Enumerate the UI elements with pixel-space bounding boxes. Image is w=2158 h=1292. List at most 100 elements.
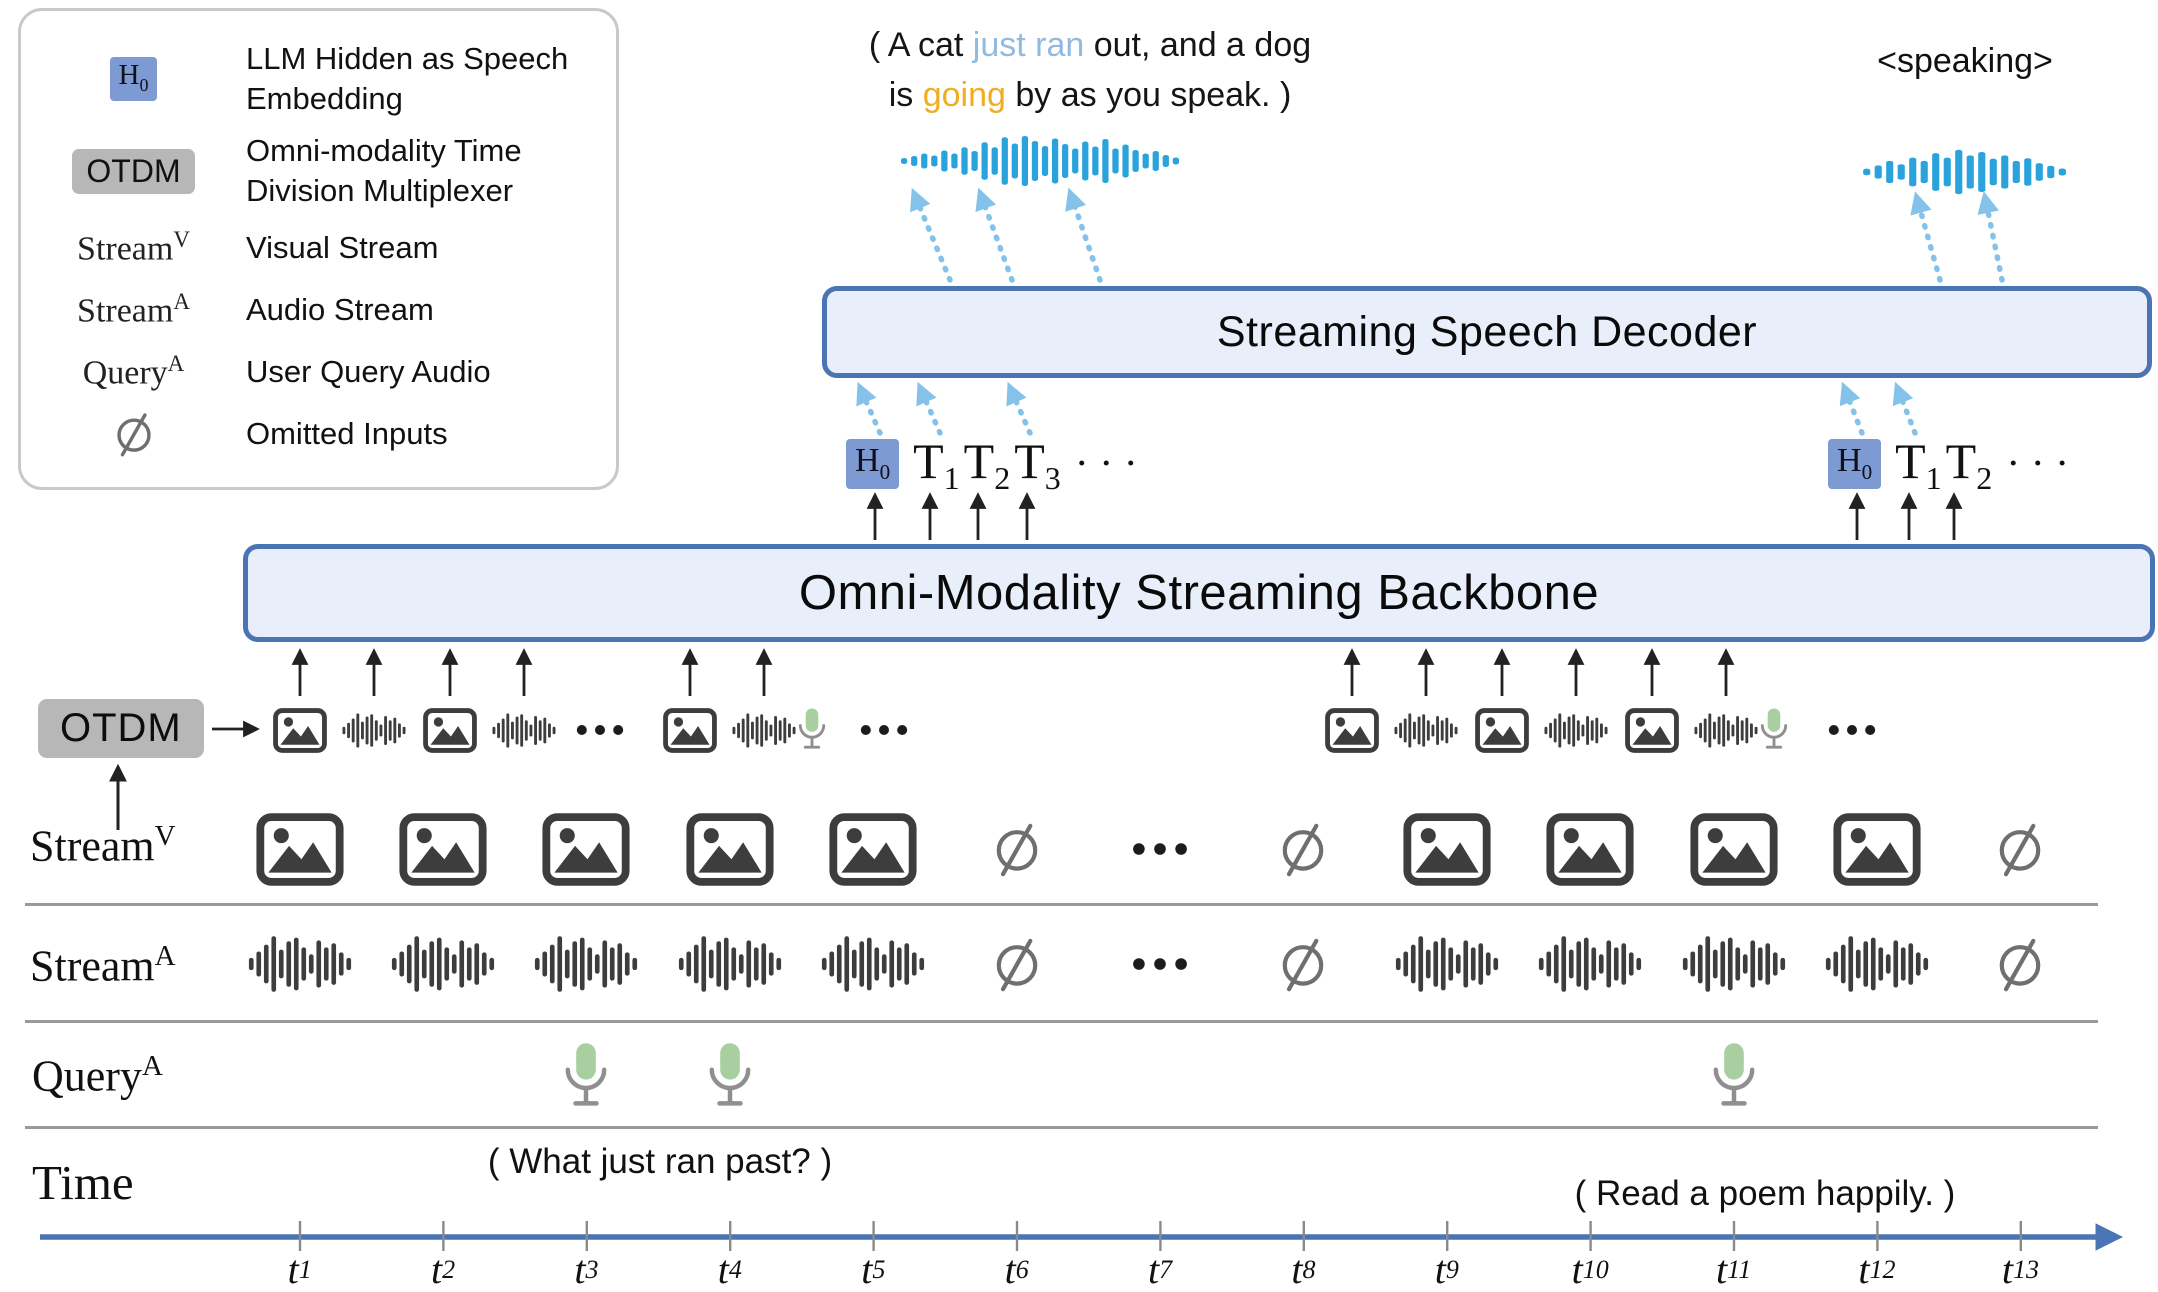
legend-label: Omitted Inputs [246,416,448,452]
mic-icon [1760,707,1788,749]
otdm-seq-img [423,707,477,753]
legend-box: H0 LLM Hidden as Speech Embedding OTDM O… [18,8,619,490]
stream-v-img-cell [1805,806,1948,892]
text-segment: ( A cat [868,26,973,64]
image-icon [686,812,774,886]
legend-item-otdm: OTDM Omni-modality Time Division Multipl… [21,125,616,217]
stream-v-img-cell [802,806,945,892]
waveform-icon [535,936,638,992]
ellipsis: · · · [2006,441,2070,487]
stream-a-wave-cell [1662,926,1805,1002]
legend-item-query-a: QueryA User Query Audio [21,341,616,403]
stream-a-wave-cell [515,926,658,1002]
legend-symbol: StreamV [21,227,246,268]
waveform-icon [1682,936,1785,992]
legend-symbol: H0 [21,57,246,101]
query-a-symbol: QueryA [82,351,185,392]
stream-a-label: StreamA [30,940,176,991]
otdm-seq-wave [732,712,796,749]
empty-cell [1375,1036,1518,1118]
speech-waveform [901,136,1179,186]
waveform-icon [1825,936,1929,992]
legend-label: LLM Hidden as Speech Embedding [246,41,569,116]
otdm-seq-img [273,707,327,753]
stream-a-dots-cell [1088,926,1231,1002]
output-waveform-right [1862,148,2067,196]
output-waveform-left [900,134,1180,188]
mic-icon [1713,1042,1755,1106]
dashed-arrow [1839,381,1865,436]
stream-a-wave-cell [1519,926,1662,1002]
otdm-chip-main: OTDM [38,699,204,758]
image-icon [273,707,327,753]
waveform-icon [1395,936,1498,992]
otdm-seq-dots [859,723,909,737]
stream-v-img-cell [515,806,658,892]
speech-waveform [1863,149,2066,195]
time-label: Time [32,1155,134,1210]
stream-a-wave-cell [228,926,371,1002]
speech-output-text: ( A cat just ran out, and a dog is going… [770,20,1410,121]
legend-item-h0: H0 LLM Hidden as Speech Embedding [21,33,616,125]
stream-v-empty-cell [1949,806,2092,892]
empty-set-icon-holder [21,411,246,457]
stream-a-row [228,926,2092,1002]
h0-chip: H0 [109,57,158,101]
otdm-seq-img [1325,707,1379,753]
query-a-mic-cell [1662,1036,1805,1118]
stream-v-empty-cell [1232,806,1375,892]
legend-item-omitted: Omitted Inputs [21,403,616,465]
otdm-seq-wave [492,712,556,749]
legend-item-stream-a: StreamA Audio Stream [21,279,616,341]
image-icon [256,812,344,886]
legend-symbol: OTDM [21,148,246,194]
omni-modality-streaming-backbone-box: Omni-Modality Streaming Backbone [243,544,2155,642]
otdm-seq-wave [1544,712,1608,749]
image-icon [542,812,631,886]
stream-a-wave-cell [1375,926,1518,1002]
waveform-icon [392,936,495,992]
t1-token: T1 [913,432,960,496]
stream-v-symbol: StreamV [77,227,190,268]
h0-base: H [118,59,140,92]
separator-line [25,1020,2098,1023]
otdm-seq-mic [794,707,830,754]
speech-line-1: ( A cat just ran out, and a dog [770,20,1410,70]
waveform-icon [732,712,796,748]
streaming-speech-decoder-box: Streaming Speech Decoder [822,286,2152,378]
image-icon [1690,812,1778,886]
speaking-tag: <speaking> [1877,42,2053,80]
ellipsis-icon [1133,958,1187,970]
waveform-icon [492,712,556,748]
stream-a-symbol: StreamA [77,289,190,330]
dashed-arrow [1910,191,1943,283]
legend-label: Audio Stream [246,292,434,328]
dashed-arrow [910,187,953,283]
stream-a-wave-cell [658,926,801,1002]
t3-token: T3 [1014,432,1061,496]
stream-v-img-cell [228,806,371,892]
waveform-icon [1544,712,1608,748]
separator-line [25,903,2098,906]
mic-icon [798,707,826,749]
empty-cell [1088,1036,1231,1118]
image-icon [829,812,917,886]
otdm-seq-wave [342,712,406,749]
empty-cell [945,1036,1088,1118]
query2-annotation: ( Read a poem happily. ) [1574,1174,1956,1213]
stream-a-empty-cell [945,926,1088,1002]
ellipsis: · · · [1074,441,1138,487]
dashed-arrow [1065,187,1103,283]
empty-cell [1805,1036,1948,1118]
empty-set-icon [996,823,1037,877]
stream-a-wave-cell [1805,926,1948,1002]
legend-symbol: QueryA [21,351,246,392]
image-icon [663,707,717,753]
stream-v-img-cell [371,806,514,892]
t1-token: T1 [1895,432,1942,496]
